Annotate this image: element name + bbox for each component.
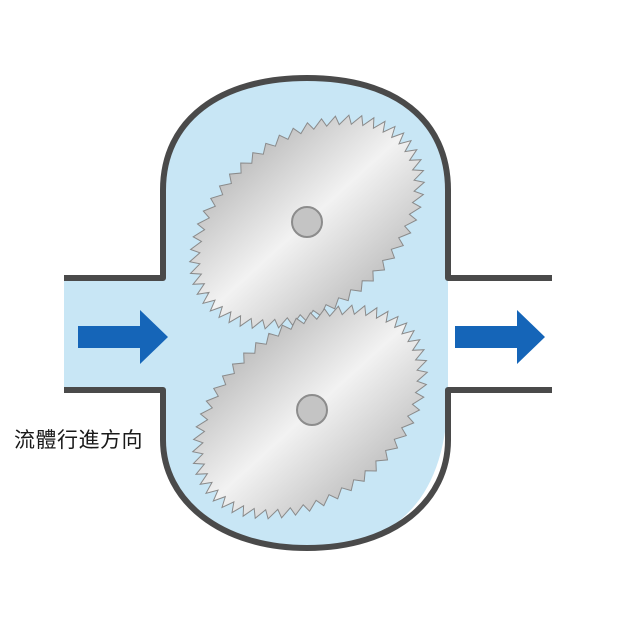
lower-gear <box>191 304 429 520</box>
lower-gear-hub <box>296 394 328 426</box>
pump-housing-lower <box>64 387 552 551</box>
upper-gear <box>188 114 426 330</box>
right-arrow-icon <box>78 310 168 364</box>
flow-direction-label: 流體行進方向 <box>14 428 143 452</box>
right-arrow-icon <box>455 310 545 364</box>
pump-housing <box>64 75 552 281</box>
upper-gear-hub <box>291 206 323 238</box>
